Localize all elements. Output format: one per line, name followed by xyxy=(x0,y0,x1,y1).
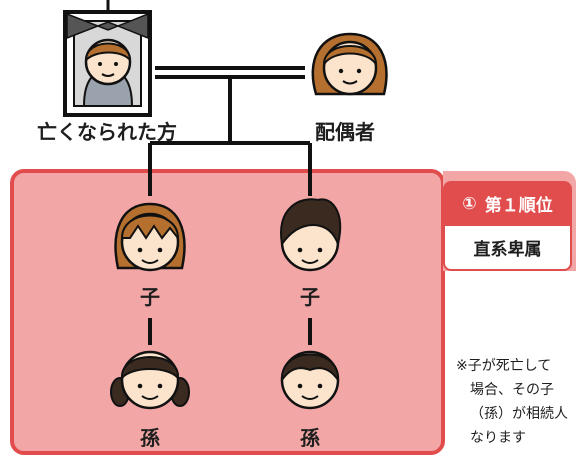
boy-face-icon xyxy=(280,350,340,410)
category-badge: 直系卑属 xyxy=(443,226,572,271)
spouse-label: 配偶者 xyxy=(315,120,375,144)
deceased-label: 亡くなられた方 xyxy=(37,120,177,144)
child-left-label: 子 xyxy=(140,285,160,309)
grandchild-right-label: 孫 xyxy=(300,426,320,450)
first-rank-badge: ① 第１順位 xyxy=(443,181,572,226)
family-lines xyxy=(148,66,312,345)
rank-number-icon: ① xyxy=(462,193,477,214)
girl-face-icon xyxy=(114,202,186,272)
woman-face-icon xyxy=(311,32,388,96)
category-text: 直系卑属 xyxy=(473,240,542,260)
first-rank-panel xyxy=(10,169,445,455)
footnote-line: なります xyxy=(470,430,526,446)
grandchild-left-label: 孫 xyxy=(140,426,160,450)
boy-face-icon xyxy=(280,198,342,272)
memorial-portrait-icon xyxy=(63,0,152,117)
footnote-line: （孫）が相続人 xyxy=(470,406,568,422)
rank-text: 第１順位 xyxy=(484,196,553,216)
footnote-line: ※子が死亡して xyxy=(456,358,552,374)
footnote-line: 場合、その子 xyxy=(470,382,554,398)
footnote: ※子が死亡して 場合、その子 （孫）が相続人 なります xyxy=(456,354,588,450)
child-right-label: 子 xyxy=(300,285,320,309)
girl-pigtails-face-icon xyxy=(110,350,190,410)
